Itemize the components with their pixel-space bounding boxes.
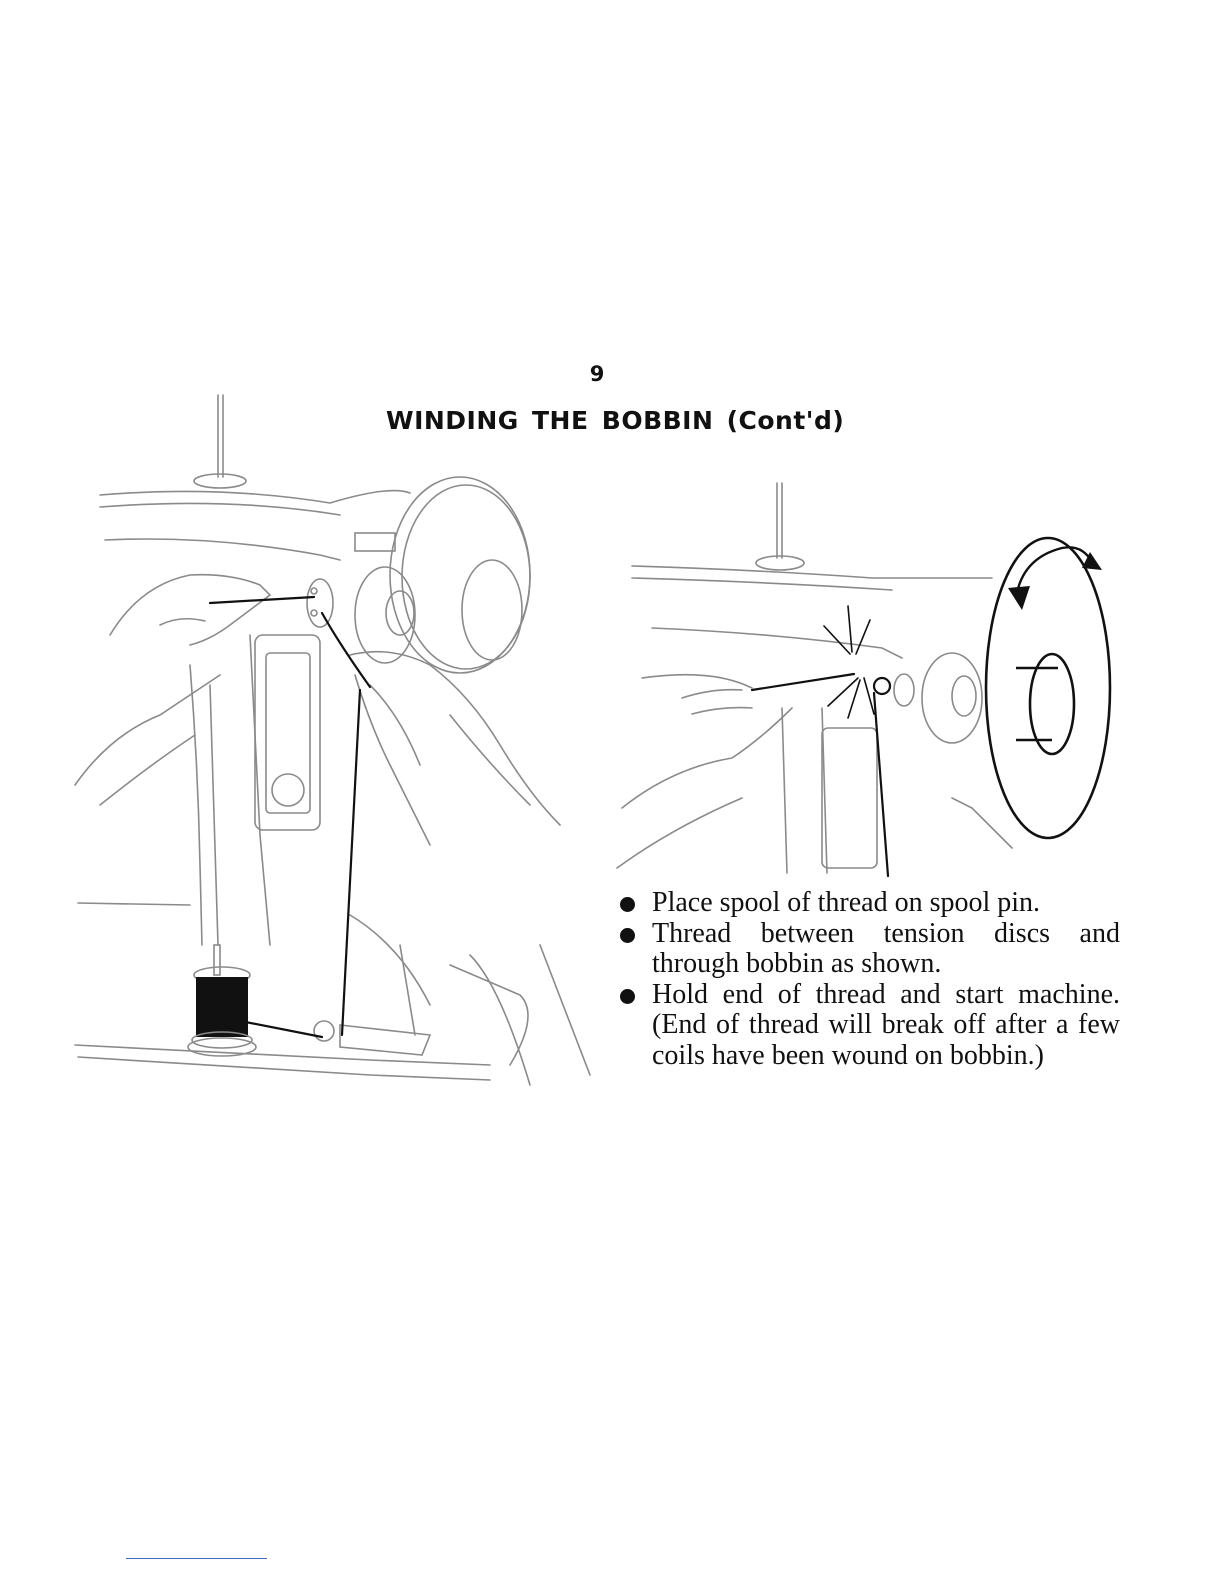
bullet-icon xyxy=(620,989,635,1004)
instruction-text: Thread between tension discs and through… xyxy=(652,918,1120,980)
start-machine-illustration-right xyxy=(612,478,1122,878)
footer-rule xyxy=(126,1558,267,1559)
instruction-text: Place spool of thread on spool pin. xyxy=(652,887,1040,918)
page-number: 9 xyxy=(0,362,1194,386)
bullet-icon xyxy=(620,897,635,912)
instruction-item: Hold end of thread and start machine. (E… xyxy=(618,980,1120,1072)
instruction-text: Hold end of thread and start machine. (E… xyxy=(652,979,1120,1071)
instruction-item: Thread between tension discs and through… xyxy=(618,919,1120,980)
threading-illustration-left xyxy=(70,385,600,1125)
bullet-icon xyxy=(620,928,635,943)
instruction-list: Place spool of thread on spool pin. Thre… xyxy=(618,888,1120,1071)
instruction-item: Place spool of thread on spool pin. xyxy=(618,888,1120,919)
